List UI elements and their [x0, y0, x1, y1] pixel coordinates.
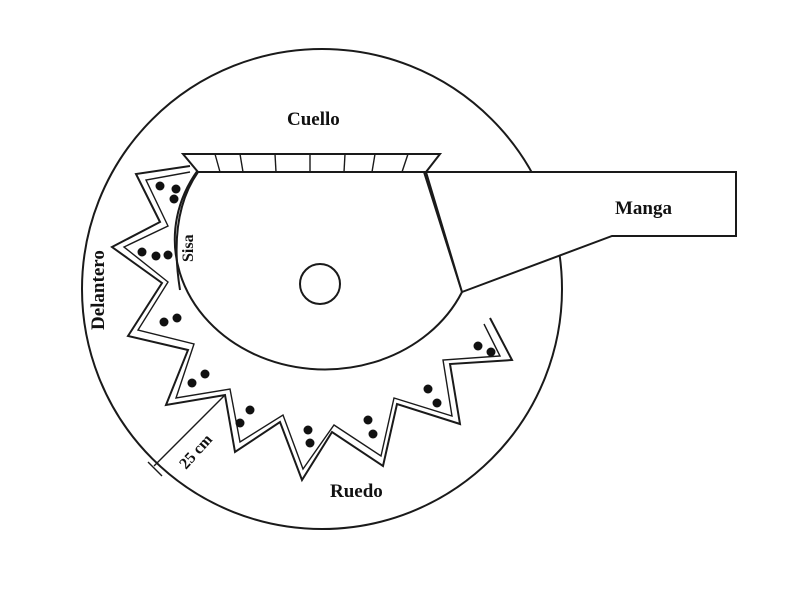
dot — [172, 313, 182, 323]
dot — [423, 384, 433, 394]
neck-band-outline — [180, 153, 443, 173]
neck-pleat-3 — [274, 153, 277, 173]
sleeve-piece — [424, 171, 737, 294]
decorative-dots — [137, 181, 496, 448]
dot — [137, 247, 147, 257]
center-hole — [299, 263, 341, 305]
label-sleeve: Manga — [615, 198, 673, 219]
dot — [363, 415, 373, 425]
dot — [169, 194, 179, 204]
dot — [473, 341, 483, 351]
dot — [305, 438, 315, 448]
zigzag-outer-edge — [110, 165, 514, 483]
label-front: Delantero — [88, 250, 109, 330]
label-neck: Cuello — [287, 109, 340, 130]
dot — [151, 251, 161, 261]
neck-pleat-2 — [239, 153, 244, 173]
zigzag-hem-band — [110, 165, 514, 483]
neck-pleat-7 — [401, 153, 409, 173]
neck-pleat-5 — [343, 153, 346, 173]
dot — [368, 429, 378, 439]
dot — [187, 378, 197, 388]
dot — [432, 398, 442, 408]
dot — [486, 347, 496, 357]
dot — [155, 181, 165, 191]
dot — [171, 184, 181, 194]
dot — [159, 317, 169, 327]
outer-circle — [81, 48, 563, 530]
dot — [235, 418, 245, 428]
dot — [245, 405, 255, 415]
hem-measure — [147, 395, 225, 477]
zigzag-inner-edge — [122, 171, 502, 471]
hem-measure-tick — [147, 461, 163, 477]
dot — [200, 369, 210, 379]
label-hem: Ruedo — [330, 481, 383, 502]
dot — [163, 250, 173, 260]
neck-pleat-6 — [371, 153, 376, 173]
label-armhole: Sisa — [180, 234, 197, 262]
hem-measure-line — [153, 395, 225, 467]
dot — [303, 425, 313, 435]
armhole-curve — [175, 171, 199, 291]
neck-band — [180, 153, 443, 173]
neck-pleat-1 — [214, 153, 221, 173]
